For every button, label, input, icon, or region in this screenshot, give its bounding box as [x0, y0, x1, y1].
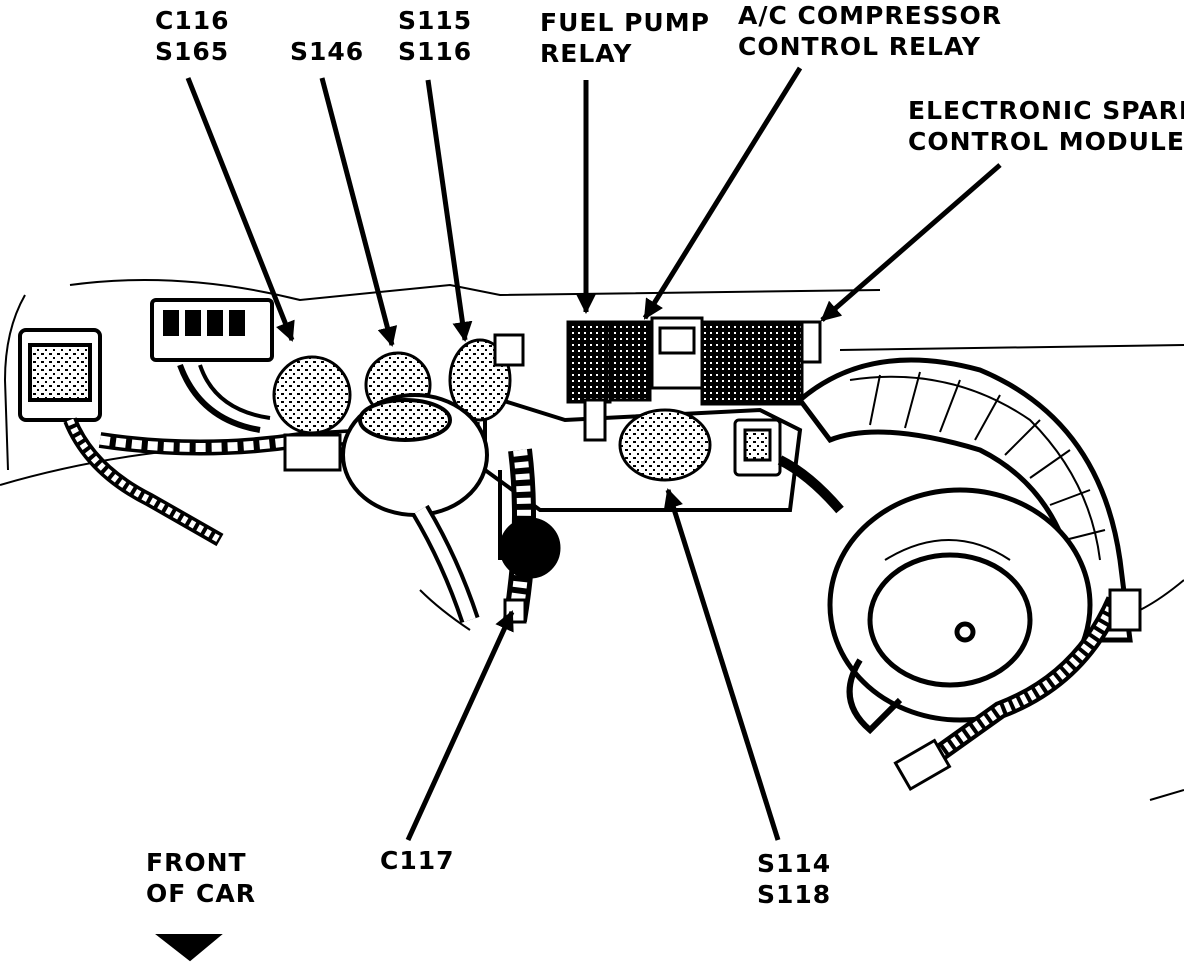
arrow-s146	[319, 77, 398, 347]
c116-connector	[150, 298, 274, 433]
arrow-esc	[820, 163, 1002, 322]
arrow-c116	[185, 77, 295, 342]
arrow-s114	[663, 488, 781, 841]
right-pigtail	[893, 588, 1142, 792]
fuel-pump-relay	[566, 320, 612, 442]
relay-box	[650, 316, 704, 390]
label-c117: C117	[380, 846, 455, 875]
air-cleaner	[341, 393, 489, 624]
leader-arrows	[185, 66, 1002, 842]
splice-s115	[448, 333, 525, 422]
splice-s165	[272, 355, 352, 472]
c117-hose	[499, 448, 561, 624]
label-s146: S146	[290, 37, 365, 66]
arrow-s115	[425, 79, 473, 342]
arrow-c117	[405, 610, 515, 842]
arrow-ac	[642, 66, 803, 320]
left-connector	[18, 328, 224, 547]
ac-relay	[608, 320, 652, 402]
esc-module	[700, 320, 822, 406]
front-arrow	[155, 934, 223, 962]
splice-s114	[618, 408, 712, 482]
connector-right	[733, 418, 844, 514]
blower-housing	[796, 357, 1133, 735]
